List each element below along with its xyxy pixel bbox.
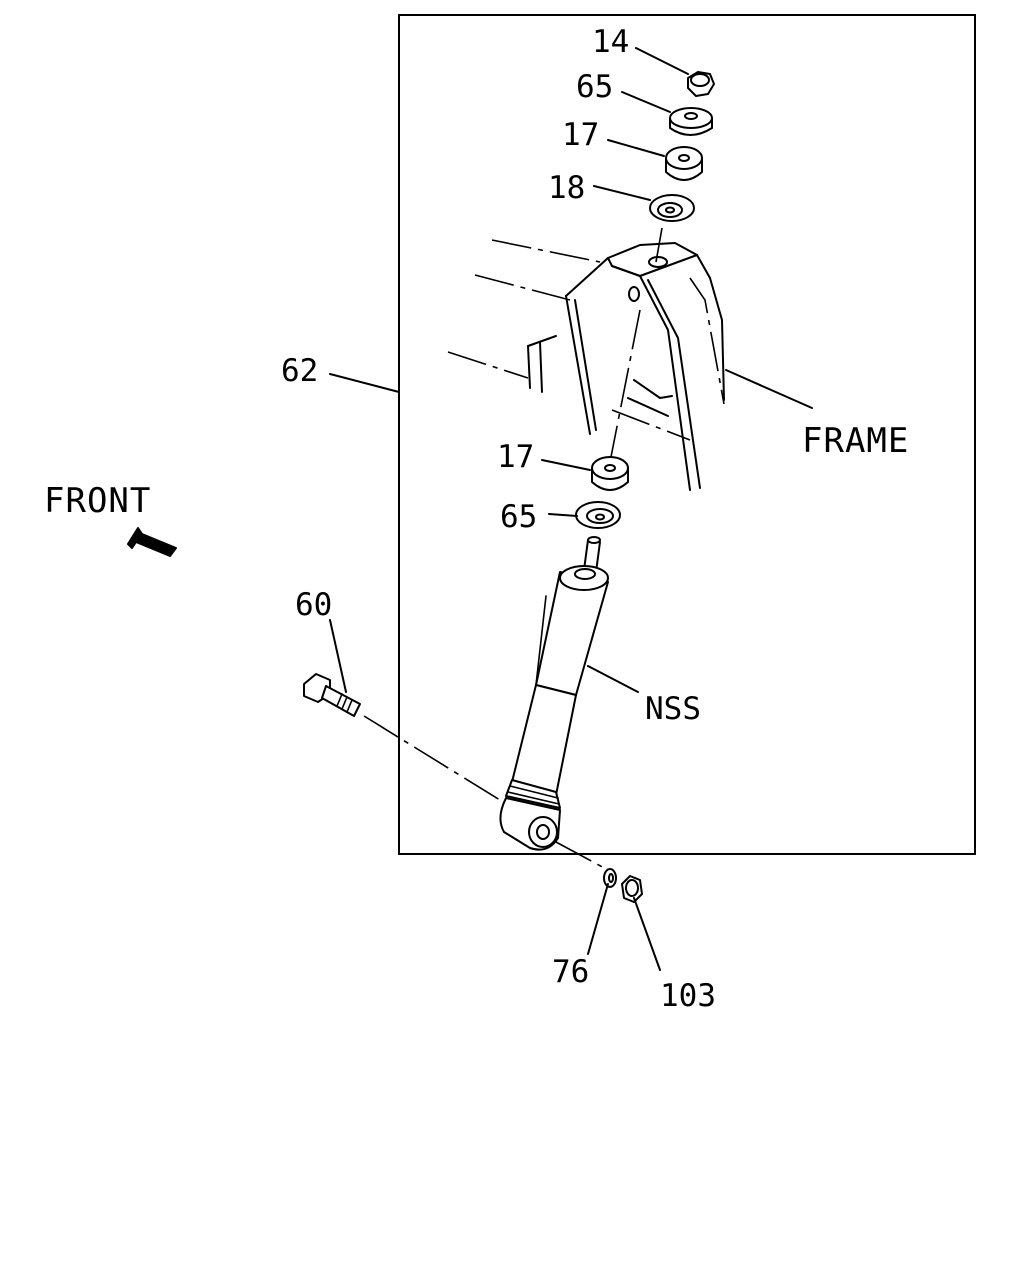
assembly-boundary-box — [398, 14, 976, 855]
label-part-103: 103 — [660, 978, 716, 1014]
part-65-washer-lower — [575, 501, 621, 529]
label-part-76: 76 — [552, 954, 589, 990]
label-front: FRONT — [44, 481, 151, 521]
label-part-18: 18 — [548, 170, 585, 206]
part-76-washer — [603, 868, 617, 888]
part-60-bolt — [303, 673, 501, 801]
label-part-17-lower: 17 — [497, 439, 534, 475]
part-18-retainer — [649, 194, 695, 222]
label-part-65-top: 65 — [576, 69, 613, 105]
label-part-14: 14 — [592, 24, 629, 60]
label-part-62: 62 — [281, 353, 318, 389]
part-103-nut — [621, 875, 643, 903]
part-17-bushing-top — [665, 146, 703, 181]
frame-bracket — [447, 227, 725, 491]
label-part-60: 60 — [295, 587, 332, 623]
label-part-65-lower: 65 — [500, 499, 537, 535]
part-65-washer-top — [669, 107, 713, 136]
label-part-17-top: 17 — [562, 117, 599, 153]
label-frame: FRAME — [802, 421, 909, 461]
part-14-nut — [687, 71, 715, 97]
front-arrow-icon — [127, 527, 177, 557]
shock-absorber — [499, 536, 609, 851]
label-nss: NSS — [645, 691, 701, 727]
leader-lines — [329, 47, 813, 971]
part-17-bushing-lower — [591, 456, 629, 491]
